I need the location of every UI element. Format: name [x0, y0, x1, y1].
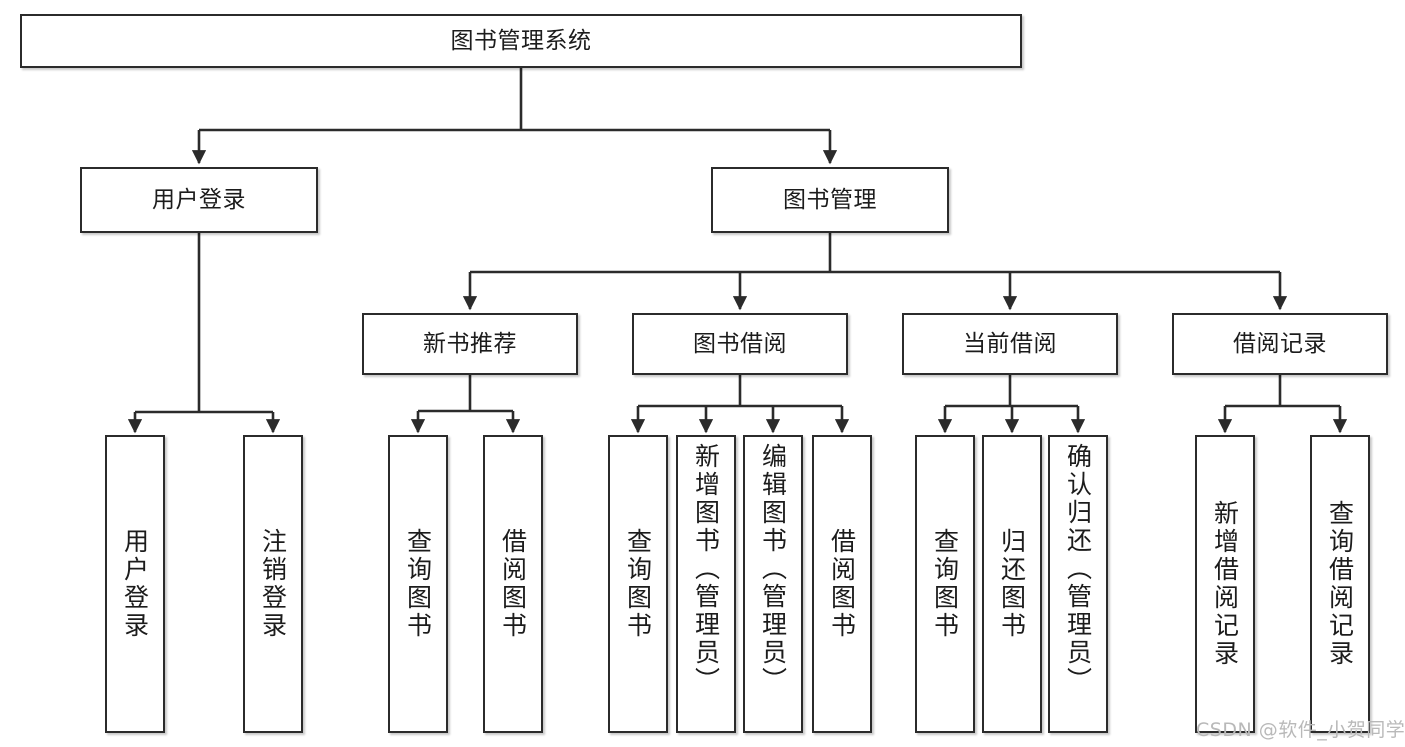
leaf-return-book[interactable]: 归还图书	[982, 435, 1042, 733]
leaf-user-login-label: 用户登录	[120, 528, 150, 640]
leaf-borrow-book-a[interactable]: 借阅图书	[483, 435, 543, 733]
leaf-confirm-return-label: 确认归还（管理员）	[1063, 443, 1093, 695]
leaf-add-record-label: 新增借阅记录	[1210, 500, 1240, 668]
node-current-borrow[interactable]: 当前借阅	[902, 313, 1118, 375]
leaf-logout[interactable]: 注销登录	[243, 435, 303, 733]
node-book-borrow-label: 图书借阅	[693, 330, 787, 357]
node-borrow-record-label: 借阅记录	[1233, 330, 1327, 357]
leaf-query-book-c[interactable]: 查询图书	[915, 435, 975, 733]
csdn-watermark: CSDN @软件_小贺同学	[1196, 719, 1405, 741]
node-root-label: 图书管理系统	[450, 27, 592, 54]
leaf-edit-book-label: 编辑图书（管理员）	[758, 443, 788, 695]
leaf-query-book-c-label: 查询图书	[930, 528, 960, 640]
node-user-login[interactable]: 用户登录	[80, 167, 318, 233]
leaf-edit-book[interactable]: 编辑图书（管理员）	[743, 435, 803, 733]
leaf-borrow-book-b[interactable]: 借阅图书	[812, 435, 872, 733]
leaf-query-record[interactable]: 查询借阅记录	[1310, 435, 1370, 733]
leaf-query-book-b[interactable]: 查询图书	[608, 435, 668, 733]
leaf-query-record-label: 查询借阅记录	[1325, 500, 1355, 668]
leaf-return-book-label: 归还图书	[997, 528, 1027, 640]
leaf-query-book-a-label: 查询图书	[403, 528, 433, 640]
node-root[interactable]: 图书管理系统	[20, 14, 1022, 68]
leaf-query-book-a[interactable]: 查询图书	[388, 435, 448, 733]
leaf-query-book-b-label: 查询图书	[623, 528, 653, 640]
leaf-add-book[interactable]: 新增图书（管理员）	[676, 435, 736, 733]
node-current-borrow-label: 当前借阅	[963, 330, 1057, 357]
leaf-add-book-label: 新增图书（管理员）	[691, 443, 721, 695]
node-new-book-rec[interactable]: 新书推荐	[362, 313, 578, 375]
node-book-borrow[interactable]: 图书借阅	[632, 313, 848, 375]
leaf-borrow-book-a-label: 借阅图书	[498, 528, 528, 640]
leaf-borrow-book-b-label: 借阅图书	[827, 528, 857, 640]
node-borrow-record[interactable]: 借阅记录	[1172, 313, 1388, 375]
node-book-manage[interactable]: 图书管理	[711, 167, 949, 233]
node-book-manage-label: 图书管理	[783, 186, 877, 213]
node-user-login-label: 用户登录	[152, 186, 246, 213]
node-new-book-rec-label: 新书推荐	[423, 330, 517, 357]
leaf-add-record[interactable]: 新增借阅记录	[1195, 435, 1255, 733]
leaf-user-login[interactable]: 用户登录	[105, 435, 165, 733]
leaf-logout-label: 注销登录	[258, 528, 288, 640]
leaf-confirm-return[interactable]: 确认归还（管理员）	[1048, 435, 1108, 733]
